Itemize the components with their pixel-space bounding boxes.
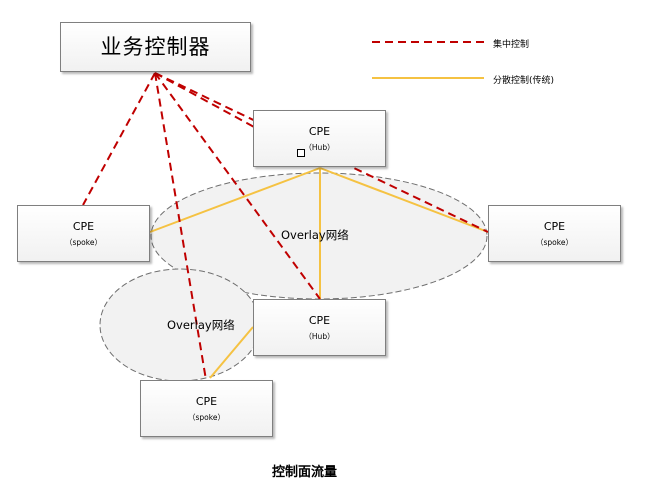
hub-connector-marker (297, 149, 305, 157)
overlay-network-small-label: Overlay网络 (167, 318, 235, 332)
cpe-spoke-left: CPE （spoke） (17, 205, 150, 262)
control-link-to-hub-bottom (154, 72, 321, 300)
business-controller-label: 业务控制器 (100, 35, 211, 59)
cpe-spoke-right: CPE （spoke） (488, 205, 621, 262)
cpe-hub-top: CPE （Hub） (253, 110, 386, 167)
cpe-spoke-bottom-subtitle: （spoke） (188, 412, 225, 422)
cpe-spoke-left-subtitle: （spoke） (65, 237, 102, 247)
cpe-spoke-bottom: CPE （spoke） (140, 380, 273, 437)
link-hub-bottom-to-spoke-bottom (209, 326, 254, 379)
diagram-caption: 控制面流量 (272, 465, 338, 480)
legend-distributed-label: 分散控制(传统) (493, 76, 555, 86)
cpe-hub-bottom: CPE （Hub） (253, 299, 386, 356)
link-hub-top-to-spoke-left (149, 167, 321, 233)
cpe-hub-bottom-title: CPE (308, 313, 331, 327)
control-link-to-spoke-left (82, 72, 156, 206)
cpe-spoke-right-title: CPE (543, 219, 566, 233)
cpe-spoke-bottom-title: CPE (195, 394, 218, 408)
link-hub-top-to-spoke-right (319, 167, 489, 233)
cpe-spoke-left-title: CPE (72, 219, 95, 233)
overlay-network-large-label: Overlay网络 (281, 228, 349, 242)
cpe-hub-top-title: CPE (308, 124, 331, 138)
cpe-hub-top-subtitle: （Hub） (304, 142, 335, 152)
cpe-spoke-right-subtitle: （spoke） (536, 237, 573, 247)
business-controller-box: 业务控制器 (60, 22, 251, 72)
legend-central-label: 集中控制 (493, 40, 530, 50)
cpe-hub-bottom-subtitle: （Hub） (304, 331, 335, 341)
